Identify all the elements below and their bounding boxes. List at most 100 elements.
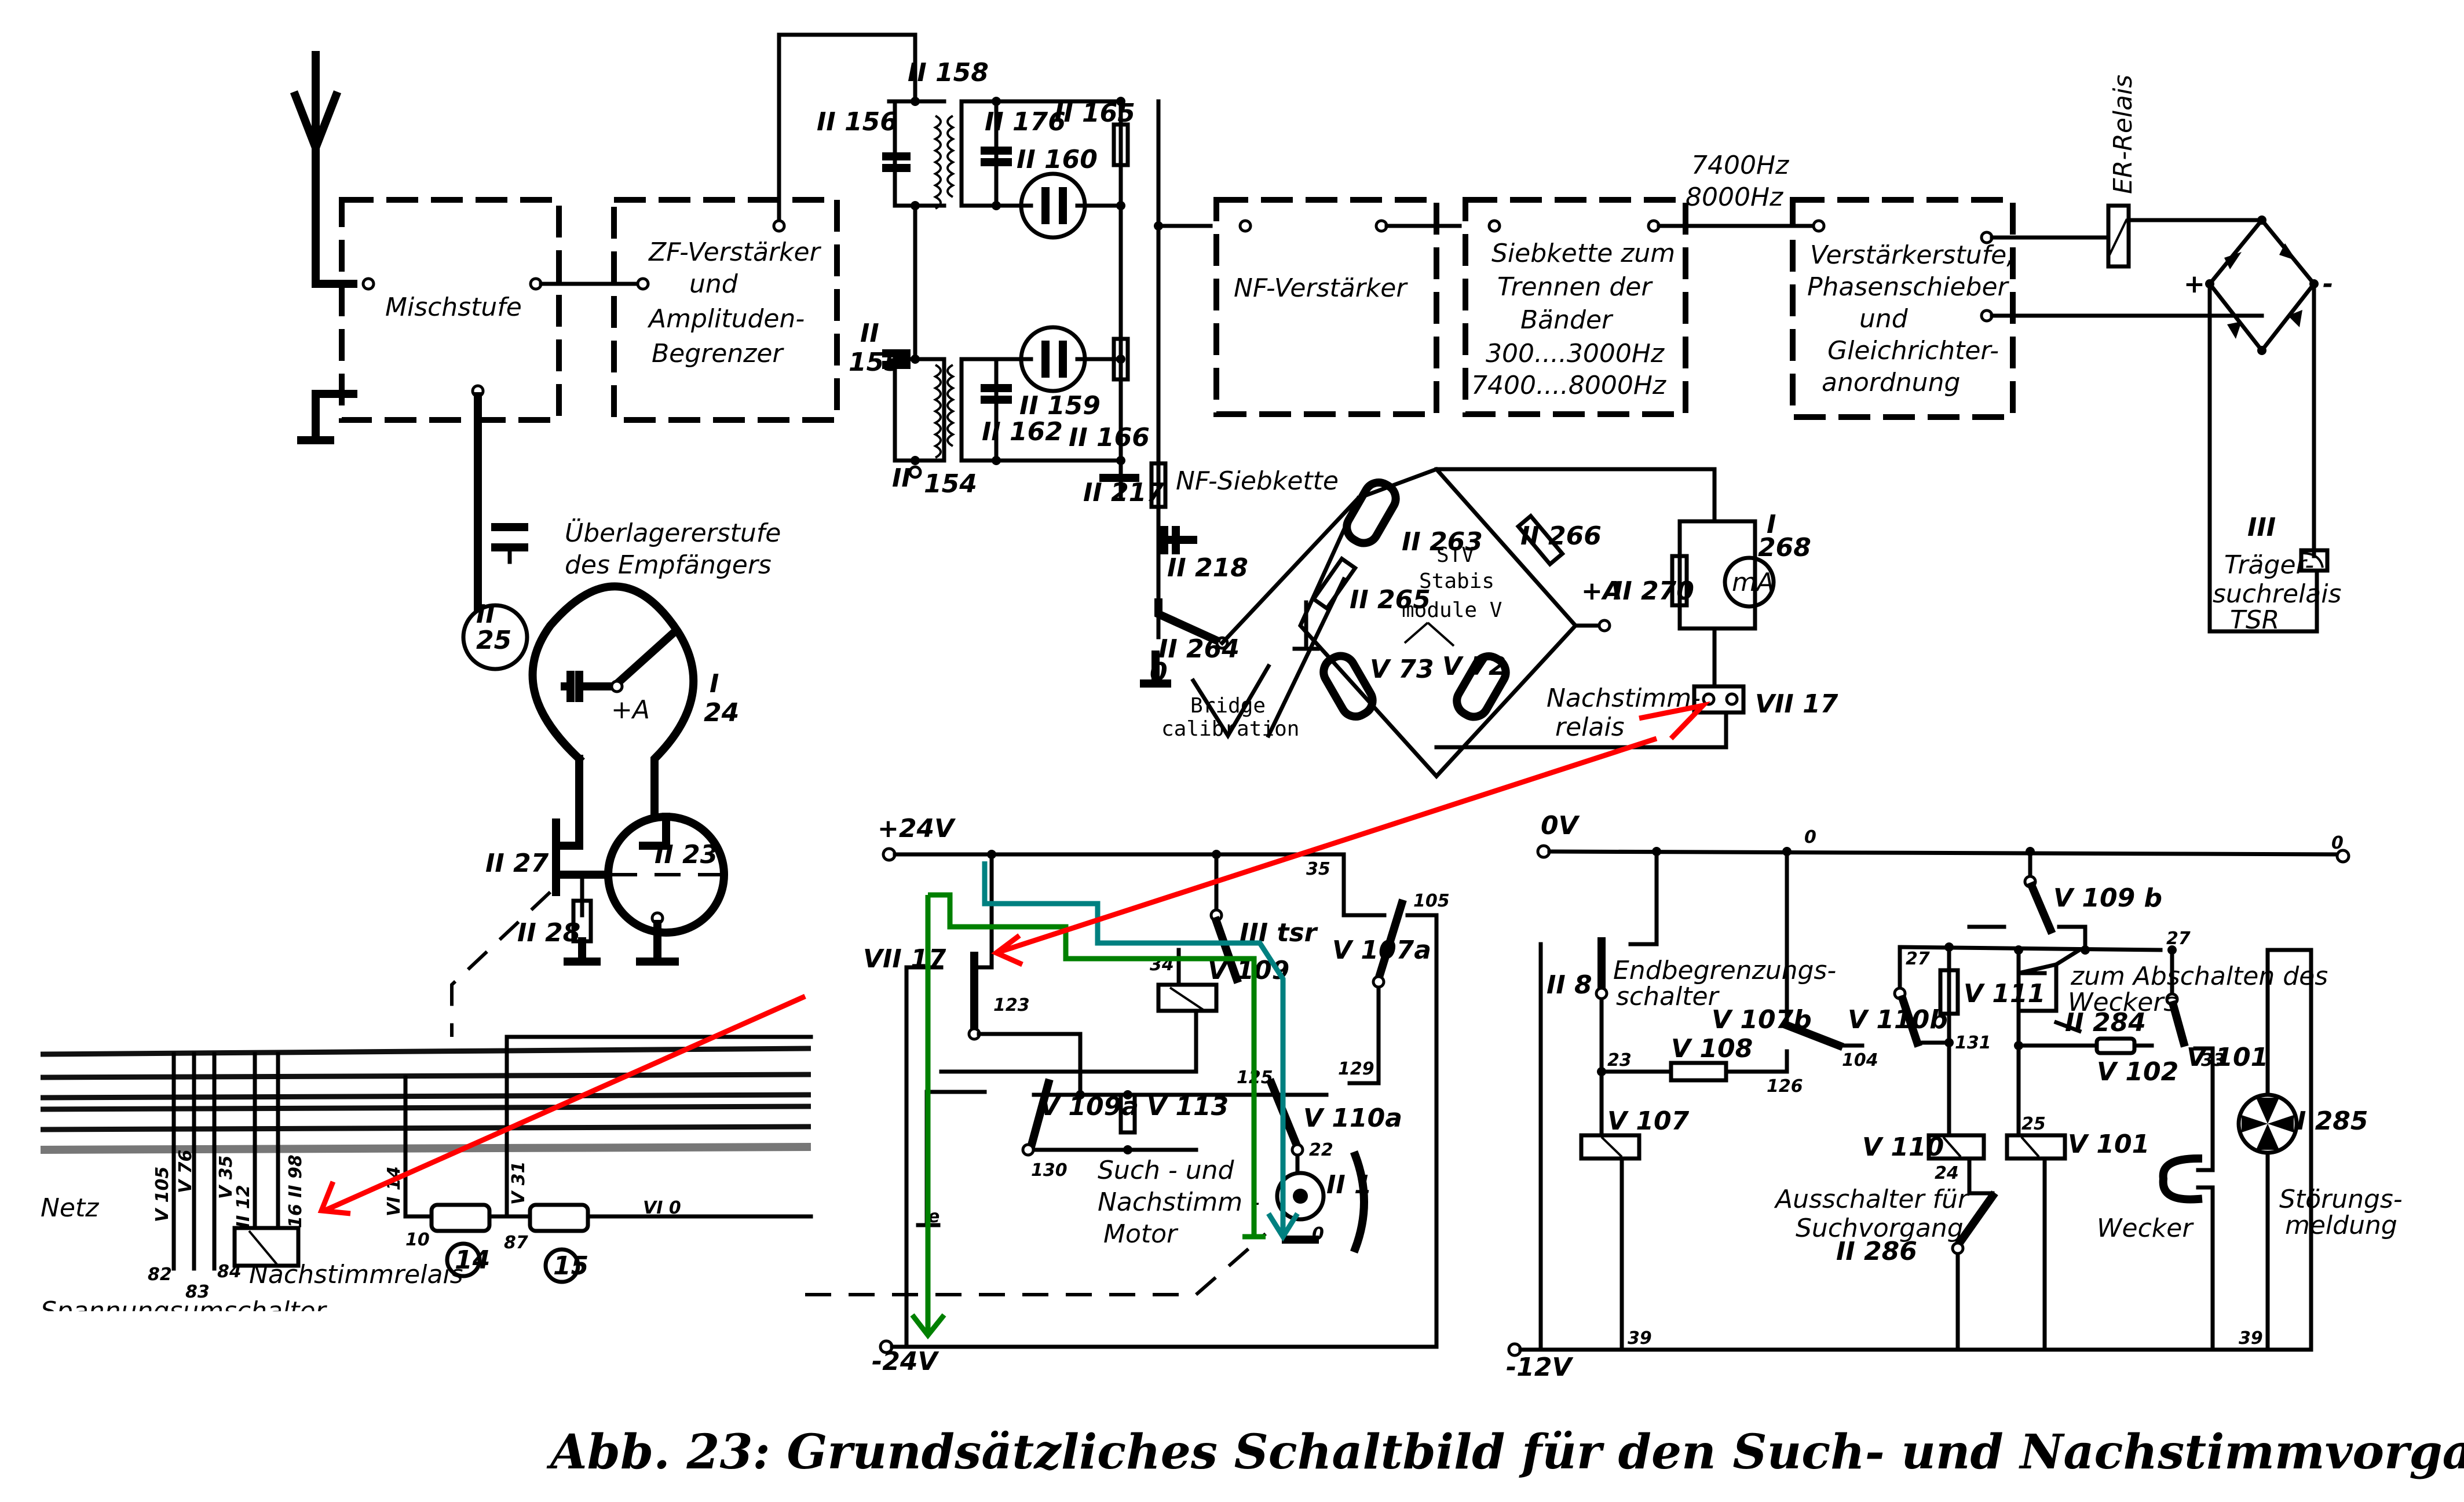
label-v109a: V 109a [1040,1092,1139,1121]
nachstimm-line-1: Nachstimm- [1547,684,1701,713]
num-0-top: 0 [1804,827,1816,847]
label-v107: V 107 [1607,1106,1690,1136]
vlabel-v76: V 76 [176,1150,196,1193]
label-i218: II 218 [1167,553,1248,583]
label-i285: I 285 [2297,1106,2368,1136]
label-i155b: 155 [849,348,902,377]
num-131: 131 [1955,1033,1991,1053]
motor-line-1: Such - und [1098,1156,1235,1185]
zf-line-1: ZF-Verstärker [648,237,822,267]
label-i28: II 28 [517,918,580,948]
meter-label: mA [1732,568,1774,597]
label-i268a: I [1767,510,1776,539]
block-mischstufe: Mischstufe [339,197,562,423]
label-plus-a: +A [611,695,650,725]
label-v102: V 102 [2097,1057,2178,1087]
num-24: 24 [1935,1163,1959,1183]
label-zero: 0 [1150,657,1168,687]
netz-label: Netz [41,1193,99,1223]
plus-label: + [2184,269,2205,299]
num-83: 83 [185,1282,210,1302]
ueberlagerer-line-1: Überlagererstufe [565,518,781,548]
abschalten-line-2: Weckers [2068,988,2177,1017]
label-vii17-top: VII 17 [1755,689,1838,719]
mischstufe-label: Mischstufe [385,293,522,322]
label-ii284: II 284 [2065,1008,2146,1037]
num-33: 33 [2201,1050,2225,1070]
stoerung-line-2: meldung [2285,1211,2397,1240]
stv-line-1: STV [1436,543,1474,567]
discriminator [882,97,1213,512]
zf-line-4: Begrenzer [652,339,784,368]
vlabel-v105: V 105 [152,1167,173,1222]
num-10: 10 [405,1230,430,1250]
label-minus24: -24V [872,1347,939,1376]
label-minus12: -12V [1506,1353,1573,1382]
vlabel-v31: V 31 [509,1161,529,1205]
label-i265: II 265 [1350,585,1431,615]
motor-line-2: Nachstimm - [1098,1187,1260,1217]
label-i24b: 24 [704,698,739,728]
label-v101a: V 101 [2187,1043,2268,1072]
label-i25a: II [476,600,495,629]
stv-bridge: II 217 NF-Siebkette II 218 mA II 263 II … [1083,461,1838,780]
label-i263: II 263 [1402,527,1483,557]
num-105: 105 [1413,891,1450,911]
num-123: 123 [993,995,1030,1015]
nachstimm-line-2: relais [1555,712,1625,742]
label-i159: II 159 [1019,391,1101,421]
antenna-icon [290,51,357,288]
label-plus24: +24V [878,814,956,843]
er-relais-label: ER-Relais [2108,75,2138,194]
circle-15: 15 [553,1251,588,1281]
label-ii8: II 8 [1547,970,1592,1000]
label-ii1: II 1 [1326,1170,1372,1200]
label-i155a: II [860,319,879,348]
label-nf-siebkette: NF-Siebkette [1176,466,1339,496]
label-vi0: VI 0 [643,1198,681,1218]
label-i160: II 160 [1017,145,1098,174]
stv-line-2: Stabis [1419,569,1494,593]
ueberlagerer-stage: Überlagererstufe des Empfängers II 25 +A… [450,518,781,1037]
bridge-cal-line-1: Bridge [1190,694,1266,718]
label-i27: II 27 [485,849,549,878]
label-v110a: V 110a [1303,1103,1402,1133]
label-i268b: 268 [1758,533,1811,562]
label-i24a: I [710,669,719,699]
siebkette-line-4: 300....3000Hz [1486,339,1665,368]
num-25: 25 [2021,1114,2046,1134]
er-relais: ER-Relais [1990,75,2138,269]
num-84: 84 [217,1262,242,1282]
tsr-line-2: suchrelais [2213,579,2341,609]
ausschalter-line-1: Ausschalter für [1774,1185,1970,1214]
zf-line-2: und [689,269,739,299]
stoerung-line-1: Störungs- [2279,1185,2403,1214]
verst-line-1: Verstärkerstufe, [1810,240,2015,270]
num-27b: 27 [2166,929,2191,949]
label-v109b: V 109 b [2053,883,2162,913]
label-i154a: II [892,463,911,493]
num-0-right: 0 [2331,833,2344,853]
ausschalter-line-2: Suchvorgang [1796,1214,1964,1243]
label-i166: II 166 [1069,423,1150,452]
label-v73: V 73 [1370,655,1434,684]
spannungsumschalter-label: Spannungsumschalter [41,1296,327,1326]
label-i176: II 176 [985,107,1066,137]
label-v107a: V 107a [1332,935,1431,965]
stv-line-3: module V [1402,598,1502,622]
label-i162: II 162 [982,417,1063,447]
label-v110: V 110 [1862,1132,1944,1162]
label-i154b: 154 [924,469,977,499]
annotation-teal-path [982,861,1300,1242]
ausschalter-line-3: II 286 [1836,1237,1917,1266]
verst-line-4: Gleichrichter- [1827,336,1999,366]
num-130: 130 [1031,1160,1068,1181]
label-v108: V 108 [1671,1034,1753,1064]
tsr-line-3: TSR [2230,605,2279,635]
circle-14: 14 [455,1245,490,1275]
endbegrenzung-line-1: Endbegrenzungs- [1613,956,1836,985]
label-0v: 0V [1541,811,1580,840]
label-i217: II 217 [1083,478,1164,507]
wecker-label: Wecker [2097,1214,2194,1243]
